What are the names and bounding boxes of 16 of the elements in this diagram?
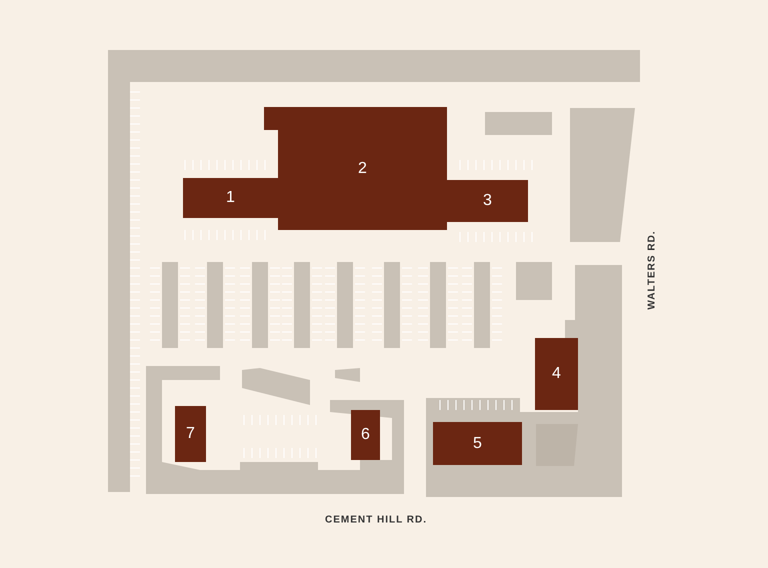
building-footprint xyxy=(175,406,206,462)
building-number: 6 xyxy=(361,426,370,444)
building-number: 3 xyxy=(483,192,492,210)
building-footprint xyxy=(535,338,578,410)
building-number: 2 xyxy=(358,160,367,178)
building-footprint xyxy=(183,178,278,218)
building-number: 7 xyxy=(186,425,195,443)
road-label: WALTERS RD. xyxy=(646,230,658,310)
building-footprint xyxy=(264,107,447,230)
building-footprint xyxy=(447,180,528,222)
road-label: CEMENT HILL RD. xyxy=(324,514,428,526)
building-footprint xyxy=(433,422,522,465)
building-footprint xyxy=(351,410,380,460)
building-number: 4 xyxy=(552,365,561,383)
building-number: 1 xyxy=(226,189,235,207)
building-number: 5 xyxy=(473,434,482,452)
